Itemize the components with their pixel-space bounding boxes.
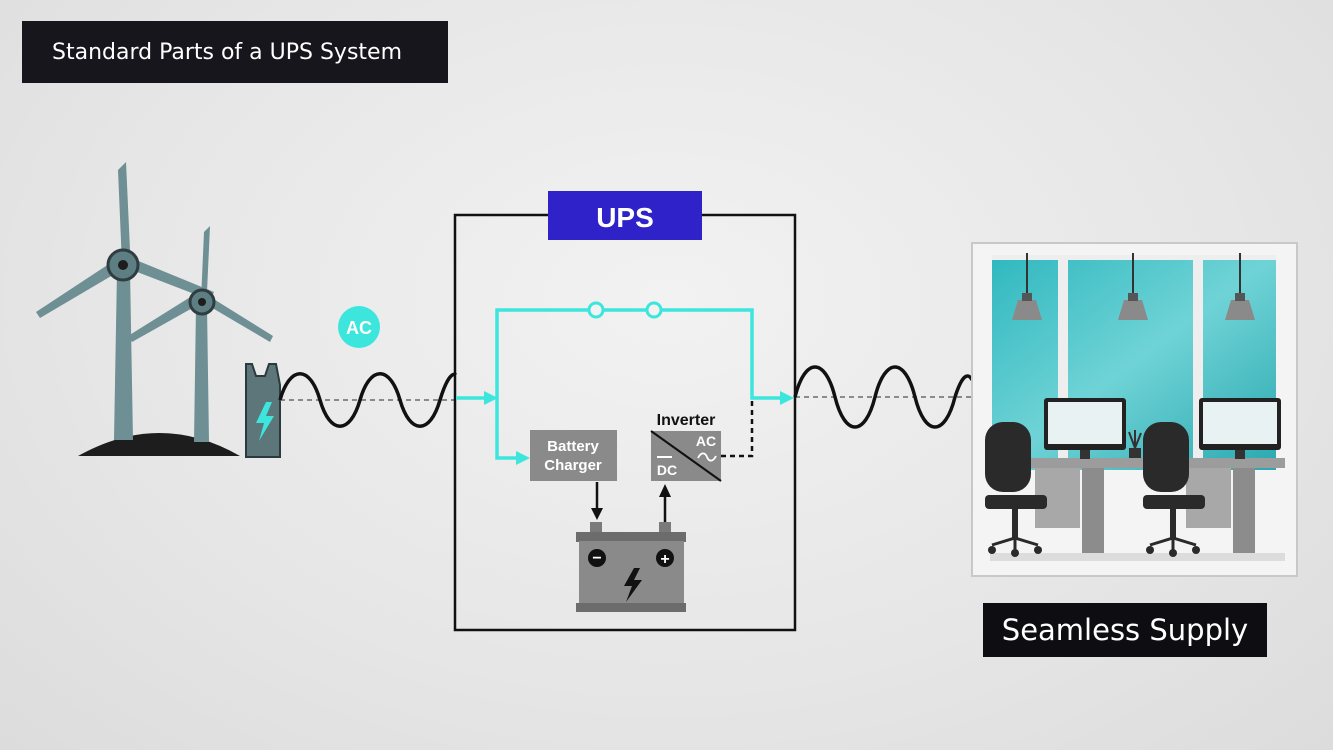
output-ac-wave bbox=[793, 365, 974, 429]
arrow-icon bbox=[484, 391, 498, 405]
power-path bbox=[456, 308, 782, 460]
sine-symbol-icon bbox=[697, 452, 717, 462]
caption-seamless-supply: Seamless Supply bbox=[983, 603, 1267, 657]
battery-charger-label-line1: Battery bbox=[547, 438, 599, 455]
bypass-contact-icon bbox=[587, 301, 605, 319]
inverter-diagonal bbox=[650, 430, 722, 482]
inverter-output-path bbox=[721, 398, 754, 458]
battery-icon bbox=[576, 522, 686, 612]
power-outlet-icon bbox=[245, 363, 281, 458]
battery-charger-box bbox=[530, 430, 617, 481]
office-illustration bbox=[971, 242, 1298, 577]
ac-badge-label: AC bbox=[346, 318, 372, 338]
ups-badge-label: UPS bbox=[596, 202, 654, 233]
ground-mound bbox=[78, 433, 240, 456]
battery-minus-label: − bbox=[592, 550, 601, 567]
ac-badge bbox=[338, 306, 380, 348]
arrow-icon bbox=[780, 391, 794, 405]
ups-badge bbox=[548, 191, 702, 240]
battery-plus-label: + bbox=[660, 551, 669, 568]
wind-turbine-icon bbox=[36, 162, 214, 440]
inverter-dc-label: DC bbox=[657, 462, 677, 478]
wind-turbine-icon bbox=[128, 226, 273, 442]
inverter-label: Inverter bbox=[657, 412, 716, 429]
bypass-contact-icon bbox=[645, 301, 663, 319]
arrow-icon bbox=[591, 508, 603, 520]
page-title: Standard Parts of a UPS System bbox=[22, 21, 448, 83]
battery-charger-label-line2: Charger bbox=[544, 457, 602, 474]
arrow-icon bbox=[659, 484, 671, 497]
inverter-ac-label: AC bbox=[696, 433, 716, 449]
input-ac-wave bbox=[278, 372, 458, 428]
arrow-icon bbox=[516, 451, 530, 465]
